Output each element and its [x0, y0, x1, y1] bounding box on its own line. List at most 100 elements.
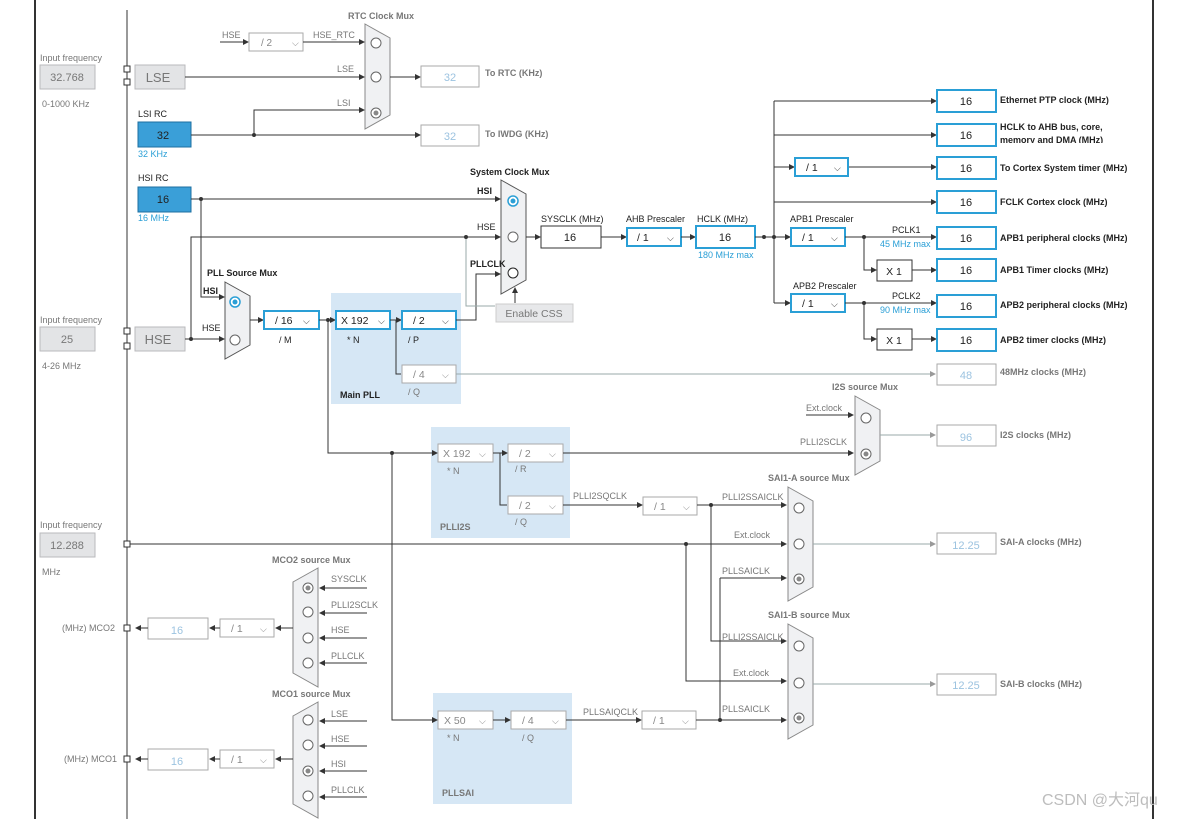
hclk-value: 16	[719, 232, 731, 244]
i2s-mux-radio-ext[interactable]	[860, 412, 872, 424]
i2s-freq-label: Input frequency	[40, 520, 103, 530]
output-cortex-timer-box[interactable]	[936, 156, 997, 180]
apb2-prescaler-value: / 1	[802, 298, 814, 310]
mco1-pin	[123, 755, 131, 763]
lsi-value-box[interactable]	[137, 121, 192, 148]
hse-freq-value: 25	[61, 334, 73, 346]
sysmux-radio-hsi-dot	[510, 198, 516, 204]
chevron-down-icon: ⌵	[549, 449, 556, 459]
sai-b-radio-ext[interactable]	[793, 677, 805, 689]
main-pll-title: Main PLL	[340, 390, 381, 400]
output-apb1-timer-label: APB1 Timer clocks (MHz)	[1000, 265, 1108, 275]
mco1-radio-lse[interactable]	[302, 714, 314, 726]
pll-q-label: / Q	[408, 387, 420, 397]
mco1-in4-label: PLLCLK	[331, 785, 365, 795]
mco2-in3-label: HSE	[331, 625, 350, 635]
output-ethernet-ptp-label: Ethernet PTP clock (MHz)	[1000, 95, 1109, 105]
mco2-in2-label: PLLI2SCLK	[331, 600, 378, 610]
pllsai-qclk-label: PLLSAIQCLK	[583, 707, 638, 717]
mco2-radio-hse[interactable]	[302, 632, 314, 644]
apb1-timer-multiplier-value: X 1	[886, 266, 902, 278]
mco2-radio-plli2s[interactable]	[302, 606, 314, 618]
sai-a-radio-plli2s[interactable]	[793, 502, 805, 514]
pll-source-mux	[224, 281, 251, 360]
sai-b-in3-label: PLLSAICLK	[722, 704, 770, 714]
pll-q-value: / 4	[413, 369, 425, 381]
lse-pin-bottom	[123, 78, 131, 86]
lse-range: 0-1000 KHz	[42, 99, 90, 109]
chevron-down-icon: ⌵	[549, 501, 556, 511]
hse-source-box[interactable]	[134, 326, 186, 352]
hsi-value-box[interactable]	[137, 186, 192, 213]
hclk-label: HCLK (MHz)	[697, 214, 748, 224]
rtc-hse-divider-value: / 2	[261, 38, 273, 49]
plli2s-q-label: / Q	[515, 517, 527, 527]
output-fclk-box[interactable]	[936, 190, 997, 214]
mco1-radio-hse[interactable]	[302, 739, 314, 751]
sysmux-pllclk-label: PLLCLK	[470, 259, 506, 269]
iwdg-output-value: 32	[444, 131, 456, 143]
plli2s-q-divider-select[interactable]	[642, 496, 698, 516]
output-apb1-peripheral-box[interactable]	[936, 226, 997, 250]
output-ethernet-ptp-box[interactable]	[936, 89, 997, 113]
usb48-output-value: 48	[960, 370, 972, 382]
i2s-mux-title: I2S source Mux	[832, 382, 898, 392]
mco1-radio-pllclk[interactable]	[302, 790, 314, 802]
cortex-timer-divider-select[interactable]	[794, 157, 849, 177]
plli2s-q-value: / 2	[519, 500, 531, 512]
mco2-radio-pllclk[interactable]	[302, 657, 314, 669]
i2s-mux-plli2sclk-label: PLLI2SCLK	[800, 437, 847, 447]
lse-source-label: LSE	[146, 70, 171, 85]
chevron-down-icon: ⌵	[292, 38, 299, 48]
pllsai-q-label: / Q	[522, 733, 534, 743]
ahb-prescaler-label: AHB Prescaler	[626, 214, 685, 224]
apb1-prescaler-label: APB1 Prescaler	[790, 214, 854, 224]
hse-freq-input[interactable]	[39, 326, 96, 352]
mco2-pin	[123, 624, 131, 632]
mco2-output-value: 16	[171, 625, 183, 637]
i2s-freq-value: 12.288	[50, 540, 84, 552]
lse-source-box[interactable]	[134, 64, 186, 90]
chevron-down-icon: ⌵	[552, 716, 559, 726]
lse-freq-input[interactable]	[39, 64, 96, 90]
pll-source-radio-hse[interactable]	[229, 334, 241, 346]
enable-css-button[interactable]	[495, 303, 574, 323]
lse-freq-value: 32.768	[50, 72, 84, 84]
i2s-range: MHz	[42, 567, 61, 577]
i2s-freq-input[interactable]	[39, 532, 96, 558]
sysclk-value: 16	[564, 232, 576, 244]
sai-b-output-label: SAI-B clocks (MHz)	[1000, 679, 1082, 689]
mco1-divider-value: / 1	[231, 754, 243, 766]
chevron-down-icon: ⌵	[682, 716, 689, 726]
mco1-in2-label: HSE	[331, 734, 350, 744]
output-apb2-timer-label: APB2 timer clocks (MHz)	[1000, 335, 1106, 345]
rtc-mux-title: RTC Clock Mux	[348, 11, 414, 21]
lsi-unit: 32 KHz	[138, 149, 168, 159]
output-apb2-timer-box[interactable]	[936, 328, 997, 352]
output-apb2-peripheral-box[interactable]	[936, 294, 997, 318]
output-apb1-peripheral-label: APB1 peripheral clocks (MHz)	[1000, 233, 1128, 243]
usb48-output-label: 48MHz clocks (MHz)	[1000, 367, 1086, 377]
sai-b-radio-plli2s[interactable]	[793, 640, 805, 652]
mco2-divider-value: / 1	[231, 623, 243, 635]
rtc-mux-radio-lse[interactable]	[370, 71, 382, 83]
output-cortex-timer-value: 16	[960, 163, 972, 175]
chevron-down-icon: ⌵	[667, 233, 674, 243]
pllsai-q-value: / 4	[522, 715, 534, 727]
sysmux-radio-hse[interactable]	[507, 231, 519, 243]
pllsai-n-label: * N	[447, 733, 460, 743]
rtc-mux-radio-hse[interactable]	[370, 37, 382, 49]
pll-source-mux-title: PLL Source Mux	[207, 268, 277, 278]
sai-a-in1-label: PLLI2SSAICLK	[722, 492, 784, 502]
output-ethernet-ptp: 16 Ethernet PTP clock (MHz)	[936, 89, 1109, 113]
chevron-down-icon: ⌵	[831, 299, 838, 309]
sai-a-radio-ext[interactable]	[793, 538, 805, 550]
output-hclk-ahb-box[interactable]	[936, 123, 997, 147]
mco2-source-mux	[292, 567, 319, 688]
sysmux-radio-pllclk[interactable]	[507, 267, 519, 279]
hsi-title: HSI RC	[138, 173, 169, 183]
chevron-down-icon: ⌵	[378, 316, 385, 326]
hclk-max: 180 MHz max	[698, 250, 754, 260]
output-apb1-timer-box[interactable]	[936, 258, 997, 282]
lse-pin-top	[123, 65, 131, 73]
